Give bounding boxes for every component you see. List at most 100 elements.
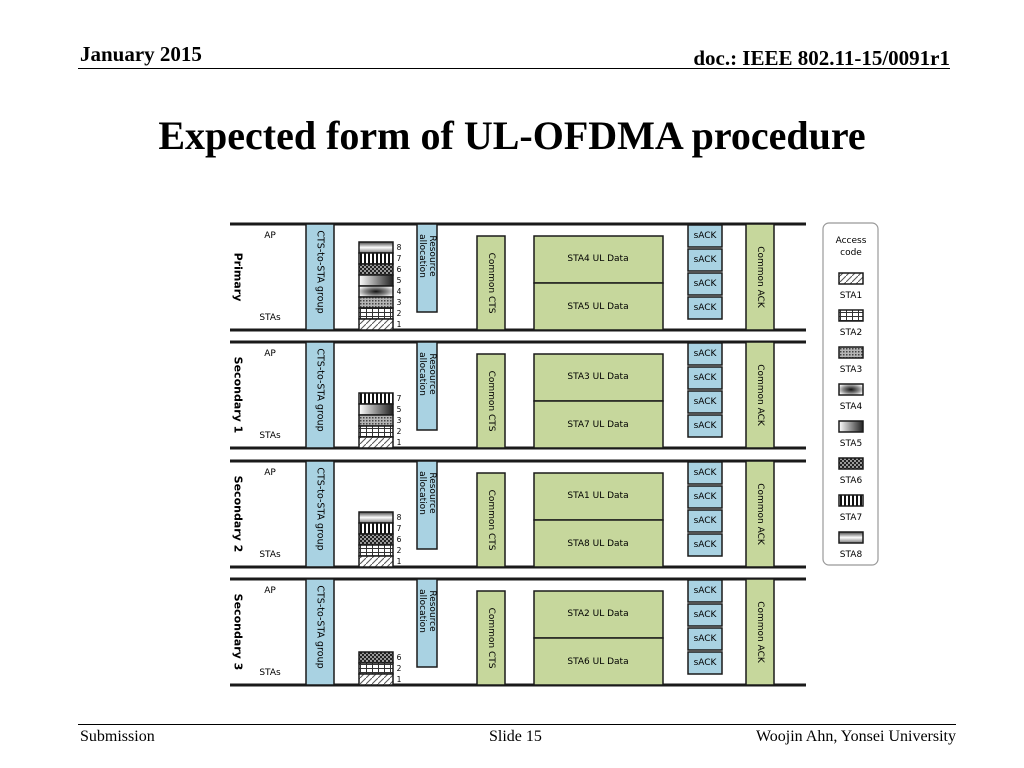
ul-data-label: STA2 UL Data (567, 609, 628, 619)
legend-swatch (838, 457, 864, 470)
common-ack-label: Common ACK (755, 483, 765, 546)
sack-label: sACK (694, 397, 718, 407)
access-code-number: 2 (397, 427, 402, 436)
sack-box (687, 579, 723, 603)
channel-name: Secondary 2 (232, 476, 245, 553)
access-code-number: 3 (397, 416, 402, 425)
header-doc-id: doc.: IEEE 802.11-15/0091r1 (693, 46, 950, 70)
slide-title: Expected form of UL-OFDMA procedure (158, 113, 866, 158)
access-code-block (358, 414, 394, 427)
resource-allocation-label: allocation (417, 352, 427, 396)
common-ack-label: Common ACK (755, 246, 765, 309)
legend-item-label: STA7 (840, 513, 862, 523)
legend-swatch (838, 346, 864, 359)
resource-allocation-label: Resource (427, 472, 437, 514)
common-cts-box (476, 590, 506, 686)
access-code-block (358, 296, 394, 309)
access-code-block (358, 307, 394, 320)
sack-box (687, 509, 723, 533)
access-code-block (358, 511, 394, 524)
access-code-block (358, 425, 394, 438)
common-cts-label: Common CTS (486, 608, 496, 669)
ap-label: AP (264, 468, 276, 478)
common-cts-label: Common CTS (486, 253, 496, 314)
common-cts-label: Common CTS (486, 490, 496, 551)
sack-label: sACK (694, 255, 718, 265)
access-code-number: 1 (397, 320, 402, 329)
ul-data-box (533, 400, 664, 449)
access-code-block (358, 544, 394, 557)
cts-to-sta-group-box (305, 223, 335, 331)
ul-data-box (533, 637, 664, 686)
sack-label: sACK (694, 586, 718, 596)
cts-to-sta-group-label: CTS-to-STA group (315, 585, 326, 668)
sack-label: sACK (694, 540, 718, 550)
ul-data-label: STA8 UL Data (567, 539, 628, 549)
legend-title: code (840, 248, 862, 258)
common-ack-box (745, 578, 775, 686)
resource-allocation-label: Resource (427, 353, 437, 395)
legend-item-label: STA2 (840, 328, 862, 338)
channel-name: Primary (232, 253, 245, 302)
access-code-number: 6 (397, 535, 402, 544)
common-cts-label: Common CTS (486, 371, 496, 432)
channel-name: Secondary 1 (232, 357, 245, 434)
access-code-block (358, 241, 394, 254)
ul-data-label: STA6 UL Data (567, 657, 628, 667)
resource-allocation-label: Resource (427, 590, 437, 632)
access-code-number: 7 (397, 394, 402, 403)
access-code-block (358, 274, 394, 287)
legend-item-label: STA6 (840, 476, 863, 486)
resource-allocation-box (416, 223, 438, 313)
common-cts-box (476, 235, 506, 331)
stas-label: STAs (259, 550, 281, 560)
stas-label: STAs (259, 313, 281, 323)
legend-item-label: STA4 (840, 402, 863, 412)
access-code-number: 1 (397, 675, 402, 684)
access-code-block (358, 673, 394, 686)
access-code-number: 8 (397, 513, 402, 522)
ul-data-label: STA3 UL Data (567, 372, 628, 382)
resource-allocation-label: allocation (417, 471, 427, 515)
sack-label: sACK (694, 492, 718, 502)
sack-label: sACK (694, 231, 718, 241)
access-code-block (358, 392, 394, 405)
sack-label: sACK (694, 516, 718, 526)
ul-data-box (533, 235, 664, 284)
access-code-block (358, 403, 394, 416)
ul-data-label: STA1 UL Data (567, 491, 628, 501)
sack-label: sACK (694, 279, 718, 289)
common-ack-box (745, 223, 775, 331)
access-code-number: 2 (397, 546, 402, 555)
sack-box (687, 248, 723, 272)
legend-title: Access (836, 236, 867, 246)
resource-allocation-box (416, 460, 438, 550)
access-code-number: 2 (397, 664, 402, 673)
footer-divider (78, 724, 956, 725)
resource-allocation-label: allocation (417, 234, 427, 278)
access-code-number: 4 (397, 287, 402, 296)
access-code-block (358, 318, 394, 331)
access-code-number: 2 (397, 309, 402, 318)
sack-label: sACK (694, 349, 718, 359)
access-code-block (358, 522, 394, 535)
access-code-number: 7 (397, 524, 402, 533)
access-code-block (358, 533, 394, 546)
footer-author: Woojin Ahn, Yonsei University (755, 728, 956, 745)
cts-to-sta-group-box (305, 460, 335, 568)
common-ack-box (745, 341, 775, 449)
legend-swatch (838, 494, 864, 507)
access-code-number: 1 (397, 557, 402, 566)
legend-swatch (838, 420, 864, 433)
legend-swatch (838, 309, 864, 322)
common-cts-box (476, 472, 506, 568)
cts-to-sta-group-box (305, 578, 335, 686)
common-ack-label: Common ACK (755, 364, 765, 427)
channel-name: Secondary 3 (232, 594, 245, 671)
legend-swatch (838, 272, 864, 285)
footer-submission: Submission (80, 728, 155, 745)
sack-label: sACK (694, 634, 718, 644)
ap-label: AP (264, 231, 276, 241)
access-code-number: 5 (397, 276, 402, 285)
